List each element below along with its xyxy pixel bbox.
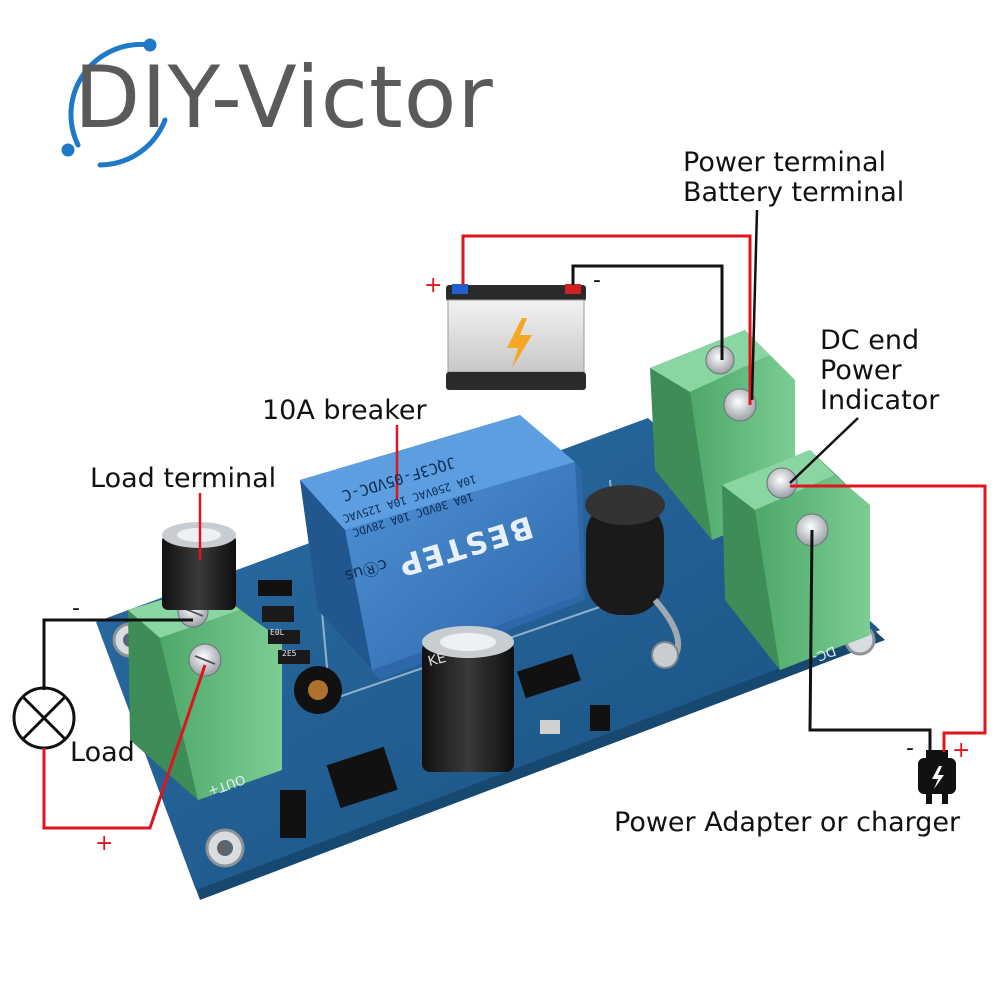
plug-icon bbox=[918, 750, 956, 804]
logo-text: DIY-Victor bbox=[74, 48, 494, 148]
logo-icon bbox=[61, 38, 168, 168]
label-breaker: 10A breaker bbox=[262, 395, 427, 426]
adapter-minus-sign: - bbox=[906, 736, 914, 761]
battery-plus-sign: + bbox=[424, 273, 443, 298]
lamp-icon bbox=[12, 686, 76, 750]
relay bbox=[300, 415, 585, 680]
battery-icon bbox=[446, 284, 586, 390]
wires bbox=[42, 209, 987, 830]
capacitor-large bbox=[422, 626, 514, 772]
label-battery-terminal: Battery terminal bbox=[683, 177, 905, 208]
smd-label-1: E0L bbox=[270, 628, 285, 637]
label-dc-end-line2: Power bbox=[820, 355, 902, 386]
inductor bbox=[585, 485, 682, 669]
load-plus-sign: + bbox=[95, 831, 114, 856]
smd-components bbox=[258, 580, 610, 838]
lightning-icon bbox=[507, 318, 532, 368]
label-load-terminal: Load terminal bbox=[90, 463, 277, 494]
label-adapter: Power Adapter or charger bbox=[614, 807, 961, 838]
label-dc-end-line1: DC end bbox=[820, 325, 920, 356]
battery-minus-sign: - bbox=[593, 268, 601, 293]
adapter-plus-sign: + bbox=[952, 738, 971, 763]
load-minus-sign: - bbox=[72, 596, 80, 621]
label-dc-end-line3: Indicator bbox=[820, 385, 940, 416]
smd-label-2: 2E5 bbox=[282, 649, 297, 658]
label-power-terminal: Power terminal bbox=[683, 147, 887, 178]
label-load: Load bbox=[70, 737, 135, 768]
